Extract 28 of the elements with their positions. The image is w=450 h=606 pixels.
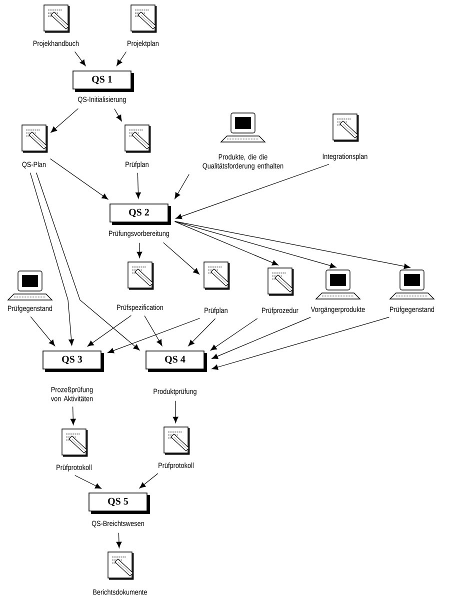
arrow [188, 318, 216, 346]
arrow [139, 473, 158, 488]
arrow [163, 242, 200, 274]
arrow [212, 317, 311, 359]
arrow [144, 315, 162, 346]
arrow [135, 172, 141, 199]
arrow [172, 400, 178, 423]
arrow [74, 475, 102, 489]
arrow [70, 406, 76, 426]
arrow [50, 108, 78, 133]
arrow [50, 158, 108, 200]
arrow [174, 221, 278, 266]
arrow [212, 316, 390, 370]
arrow [36, 172, 140, 350]
arrow [74, 51, 86, 66]
arrow [30, 316, 55, 346]
arrow [30, 172, 74, 346]
arrow [114, 108, 122, 122]
arrow [116, 532, 122, 548]
arrow [210, 318, 258, 351]
arrow [87, 315, 132, 346]
arrow [116, 51, 127, 66]
arrow [136, 242, 142, 258]
arrow [174, 174, 190, 199]
arrow [176, 164, 330, 220]
arrow [174, 221, 410, 270]
arrow [108, 318, 200, 354]
arrow [174, 221, 336, 268]
